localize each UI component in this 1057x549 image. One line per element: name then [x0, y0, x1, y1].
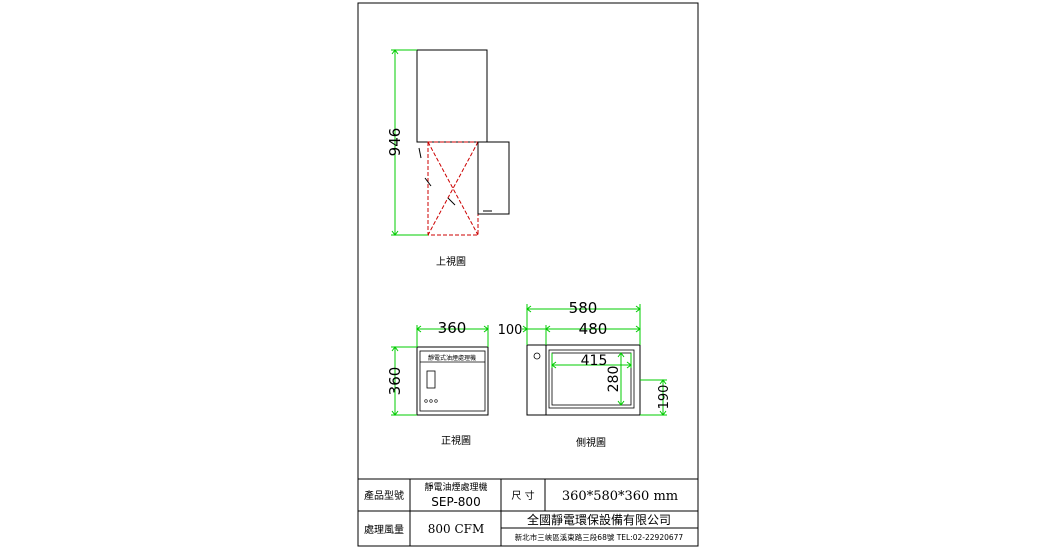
dim-front-height-label: 360 — [386, 367, 404, 396]
front-view-display — [426, 370, 436, 389]
drawing-border — [357, 2, 699, 547]
top-view-label: 上視圖 — [436, 255, 466, 268]
side-view-inner-frame — [548, 349, 635, 409]
dim-front-width — [416, 325, 489, 347]
title-block — [358, 478, 698, 546]
dim-480-label: 480 — [579, 320, 608, 338]
side-view-label: 側視圖 — [576, 436, 606, 449]
front-view-panel — [419, 350, 486, 412]
model-label: 產品型號 — [364, 489, 404, 502]
top-view-duct-cross-1 — [427, 141, 479, 236]
dim-946-label: 946 — [386, 128, 404, 157]
dim-100-480 — [522, 325, 641, 345]
dim-front-width-label: 360 — [438, 319, 467, 337]
size-value: 360*580*360 mm — [562, 489, 678, 504]
top-view-unit — [477, 141, 510, 215]
size-label: 尺 寸 — [511, 489, 534, 502]
top-view-duct-cross-2 — [427, 141, 479, 236]
dim-190 — [640, 379, 667, 416]
company-name: 全國靜電環保設備有限公司 — [527, 512, 671, 527]
dim-415 — [551, 353, 632, 369]
dim-100-label: 100 — [498, 323, 523, 338]
front-view: 靜電式油煙處理機 360 360 正視圖 — [386, 319, 489, 447]
dim-190-label: 190 — [657, 385, 672, 410]
model-number: SEP-800 — [431, 495, 480, 509]
dim-580 — [526, 304, 641, 345]
dim-580-label: 580 — [569, 299, 598, 317]
side-view-port — [533, 352, 541, 360]
side-view-inner-box — [551, 352, 632, 406]
dim-280 — [617, 352, 625, 406]
capacity-label: 處理風量 — [364, 523, 404, 536]
dim-415-label: 415 — [581, 353, 608, 369]
front-view-knob-3 — [434, 399, 438, 403]
top-view-mark-1 — [418, 147, 422, 159]
front-view-label: 正視圖 — [441, 434, 471, 447]
side-view: 580 100 480 415 280 — [498, 299, 672, 449]
front-view-knob-1 — [424, 399, 428, 403]
top-view-mark-2 — [424, 177, 432, 187]
capacity-value: 800 CFM — [428, 522, 485, 536]
company-address: 新北市三峽區溪東路三段68號 TEL:02-22920677 — [515, 532, 684, 542]
dim-front-height — [391, 346, 417, 416]
dim-946 — [391, 49, 428, 236]
top-view-mark-3 — [447, 197, 456, 206]
front-view-panel-text: 靜電式油煙處理機 — [428, 354, 476, 362]
top-view: 946 上視圖 — [386, 49, 510, 268]
product-name: 靜電油煙處理機 — [424, 481, 487, 493]
front-view-body — [416, 346, 489, 416]
dim-280-label: 280 — [606, 366, 622, 393]
front-view-knob-2 — [429, 399, 433, 403]
